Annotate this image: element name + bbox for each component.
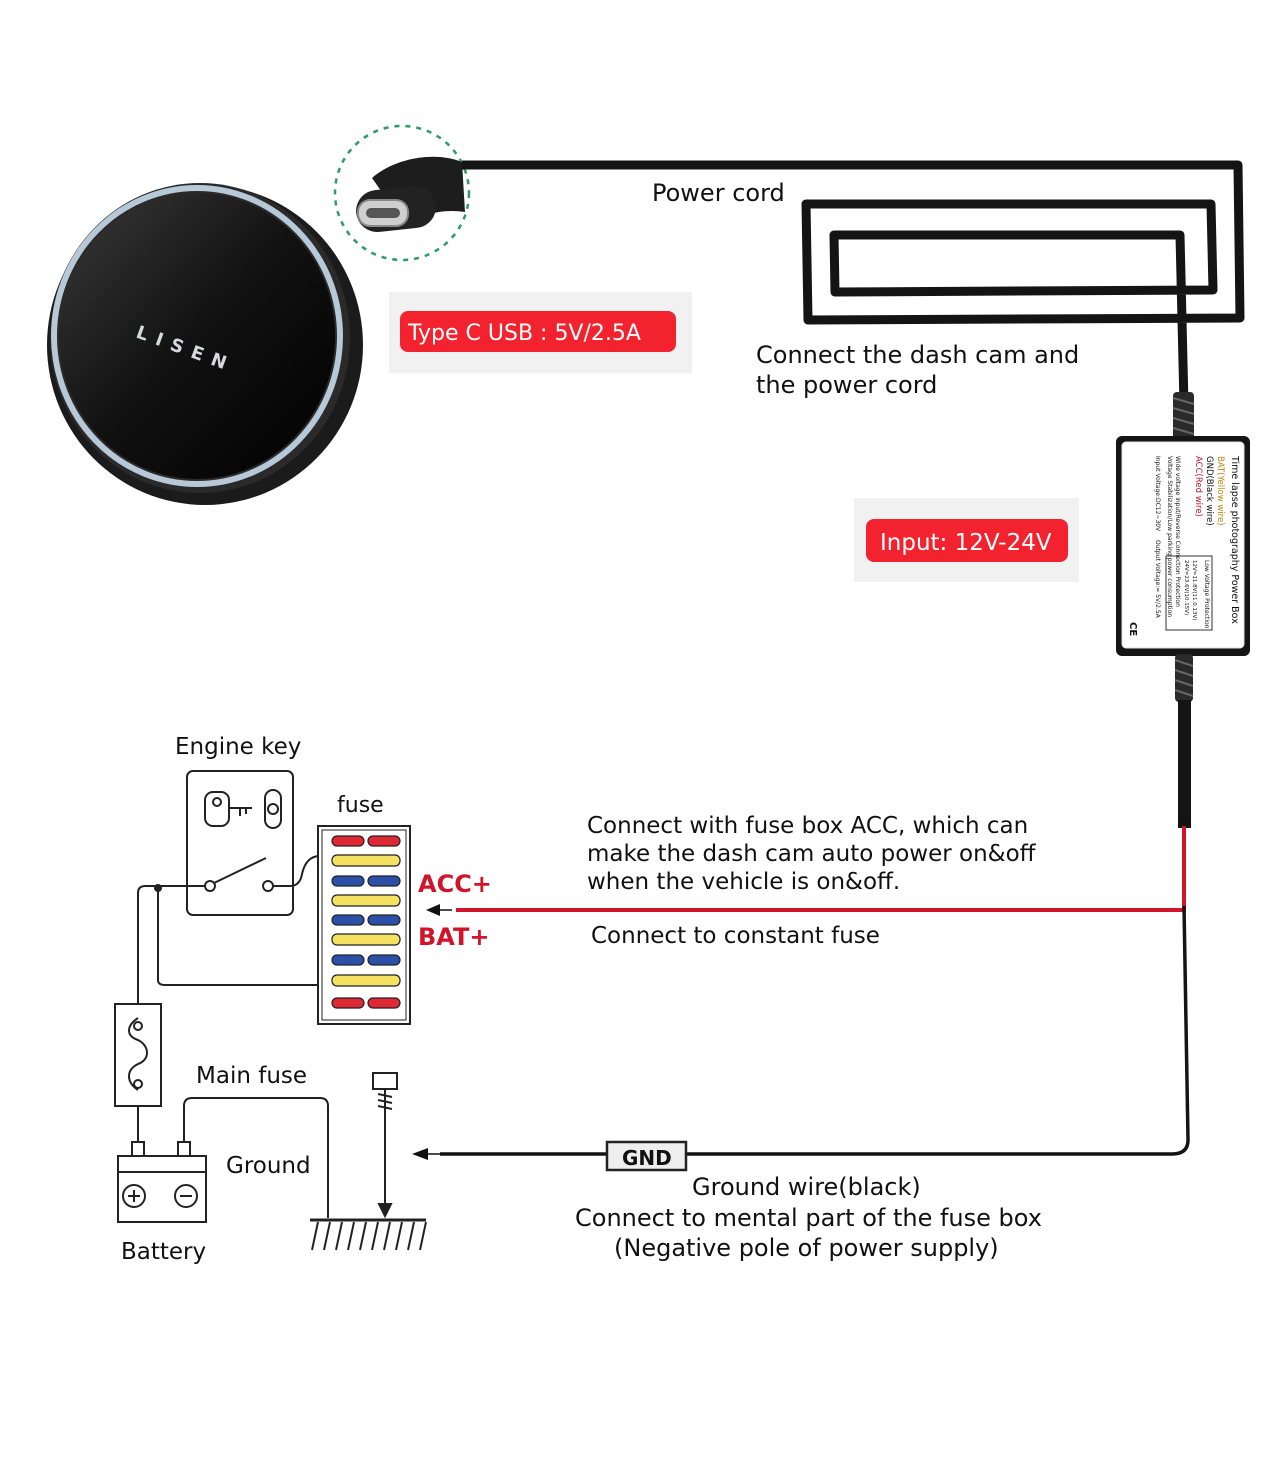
input-badge-text: Input: 12V-24V [880, 530, 1052, 556]
cable-sleeve-bottom [1174, 654, 1194, 828]
lvp-12v: 12V=11.8V(11.0.13V) [1191, 560, 1197, 620]
ce-mark: CE [1127, 622, 1138, 636]
ground-wire [412, 905, 1190, 1160]
main-fuse-icon [114, 1003, 162, 1142]
power-box-input-spec: Input Voltage:DC12~30V [1154, 456, 1161, 532]
bat-plus-label: BAT+ [418, 923, 489, 951]
engine-key-label: Engine key [175, 734, 301, 760]
acc-desc-2: make the dash cam auto power on&off [587, 841, 1037, 867]
ground-wire-text-2: Connect to mental part of the fuse box [575, 1204, 1042, 1232]
ground-wire-text-3: (Negative pole of power supply) [614, 1234, 999, 1262]
ground-symbol [310, 1218, 427, 1251]
lvp-24v: 24V=23.6V(10.15V) [1183, 560, 1189, 615]
power-cord-label: Power cord [652, 179, 785, 207]
power-box-acc-label: ACC(Red wire) [1193, 456, 1203, 517]
power-box-features-2: Voltage Stabilization/Low parking power … [1166, 456, 1173, 617]
power-box-output-spec: Output Voltage:= 5V/2.5A [1154, 540, 1161, 619]
constant-fuse-text: Connect to constant fuse [591, 923, 880, 949]
power-box-title: Time lapse photography Power Box [1229, 455, 1240, 624]
usb-badge: Type C USB : 5V/2.5A [389, 292, 692, 373]
connect-cam-text-2: the power cord [756, 371, 937, 399]
schematic-wires [137, 855, 321, 1005]
power-box-gnd-label: GND(Black wire) [1204, 456, 1214, 526]
power-box-features-1: Wide voltage input/Reverse Connection Pr… [1174, 456, 1181, 607]
input-badge: Input: 12V-24V [854, 498, 1079, 582]
power-cord [462, 160, 1245, 406]
acc-plus-label: ACC+ [418, 870, 492, 898]
battery-icon [117, 1097, 329, 1223]
ground-wire-text-1: Ground wire(black) [692, 1173, 921, 1201]
fuse-label: fuse [337, 793, 384, 818]
lvp-title: Low Voltage Protection [1203, 560, 1210, 629]
connect-cam-text-1: Connect the dash cam and [756, 341, 1079, 369]
gnd-tag-text: GND [622, 1146, 672, 1170]
engine-key-switch [186, 770, 294, 916]
fuse-box [317, 825, 411, 1025]
power-box: Time lapse photography Power Box BAT(Yel… [1116, 436, 1250, 656]
power-box-bat-label: BAT(Yellow wire) [1215, 456, 1225, 526]
battery-label: Battery [121, 1239, 206, 1265]
main-fuse-label: Main fuse [196, 1063, 307, 1089]
acc-desc-1: Connect with fuse box ACC, which can [587, 813, 1028, 839]
ground-label: Ground [226, 1153, 311, 1179]
screw-icon [372, 1072, 398, 1219]
dashcam-icon: LISEN [47, 183, 363, 505]
usb-c-connector-icon [333, 124, 471, 262]
acc-desc-3: when the vehicle is on&off. [587, 869, 900, 895]
cable-sleeve-top [1172, 392, 1195, 440]
gnd-tag: GND [605, 1140, 688, 1172]
usb-badge-text: Type C USB : 5V/2.5A [407, 321, 641, 346]
